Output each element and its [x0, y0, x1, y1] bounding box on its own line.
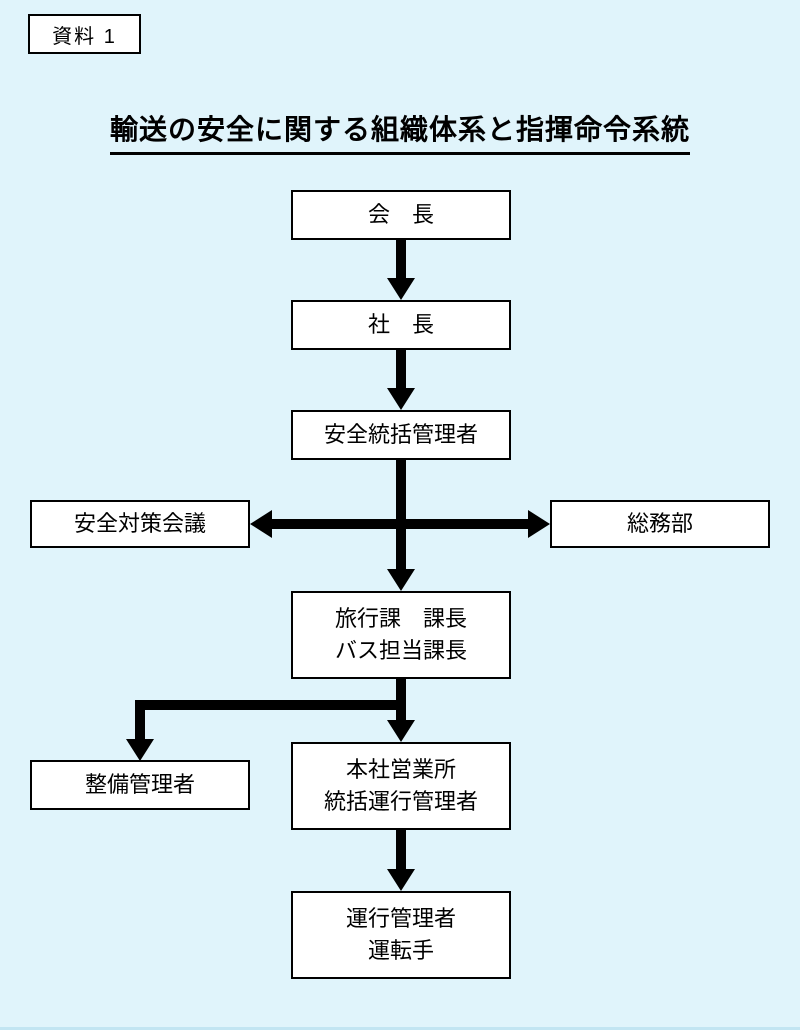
org-node-chairman: 会 長: [291, 190, 511, 240]
org-node-safety-measures-council: 安全対策会議: [30, 500, 250, 548]
arrow-down-icon: [126, 739, 154, 761]
org-node-label-line1: 本社営業所: [345, 757, 456, 783]
connector-president-safety-stem: [396, 350, 406, 390]
material-tag-label: 資料 1: [52, 25, 117, 48]
page-title-wrap: 輸送の安全に関する組織体系と指揮命令系統: [0, 108, 800, 155]
org-node-label-line2: バス担当課長: [334, 638, 467, 663]
connector-branch-bar: [135, 700, 406, 710]
connector-horizontal-stem: [272, 519, 528, 529]
org-node-maintenance-manager: 整備管理者: [30, 760, 250, 810]
org-node-label: 安全統括管理者: [323, 422, 478, 448]
org-node-president: 社 長: [291, 300, 511, 350]
org-node-operation-manager-driver: 運行管理者 運転手: [291, 891, 511, 979]
connector-safety-travel-stem: [396, 460, 406, 570]
arrow-right-icon: [528, 510, 550, 538]
org-node-label-line1: 旅行課 課長: [334, 606, 467, 632]
arrow-down-icon: [387, 869, 415, 891]
arrow-left-icon: [250, 510, 272, 538]
page-title: 輸送の安全に関する組織体系と指揮命令系統: [109, 108, 690, 155]
org-node-label: 安全対策会議: [73, 511, 206, 537]
arrow-down-icon: [387, 569, 415, 591]
material-tag-box: 資料 1: [28, 14, 141, 54]
arrow-down-icon: [387, 278, 415, 300]
org-node-label-line1: 運行管理者: [345, 906, 456, 932]
org-node-label-line2: 運転手: [367, 938, 434, 963]
connector-branch-maintenance-stem: [135, 700, 145, 740]
arrow-down-icon: [387, 720, 415, 742]
org-node-general-affairs-department: 総務部: [550, 500, 770, 548]
org-node-label: 社 長: [367, 312, 434, 338]
connector-chairman-president-stem: [396, 240, 406, 280]
connector-branch-headoffice-stem: [396, 679, 406, 722]
arrow-down-icon: [387, 388, 415, 410]
connector-headoffice-operation-stem: [396, 830, 406, 871]
org-node-label: 総務部: [626, 511, 693, 537]
org-node-label: 整備管理者: [84, 772, 195, 798]
org-node-head-office-operations: 本社営業所 統括運行管理者: [291, 742, 511, 830]
org-node-safety-general-manager: 安全統括管理者: [291, 410, 511, 460]
org-node-travel-section-manager: 旅行課 課長 バス担当課長: [291, 591, 511, 679]
page-bottom-edge: [0, 1027, 800, 1030]
org-node-label-line2: 統括運行管理者: [323, 789, 478, 814]
org-node-label: 会 長: [367, 202, 434, 228]
